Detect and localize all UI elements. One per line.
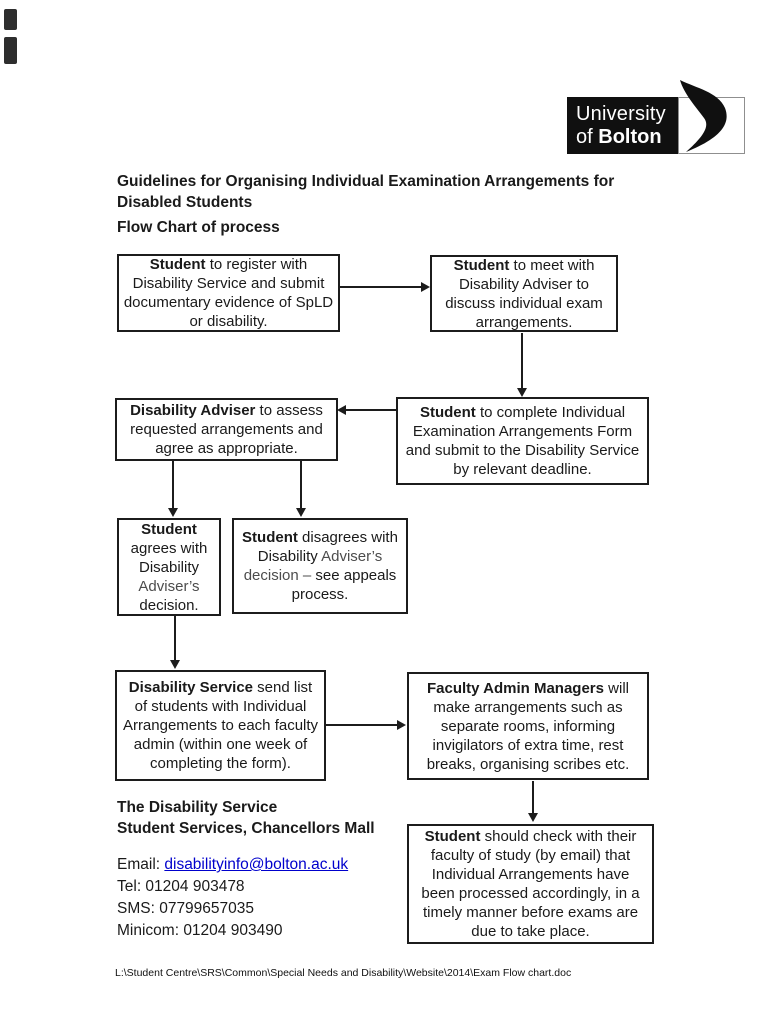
arrowhead-right-icon (421, 282, 430, 292)
page-edge-mark-bottom (4, 37, 17, 64)
connector-send-list-to-faculty (326, 724, 398, 726)
contact-minicom: Minicom: 01204 903490 (117, 922, 283, 939)
flow-box-meet-text: to meet with Disability Adviser to discu… (445, 256, 603, 331)
connector-meet-to-complete (521, 333, 523, 389)
flow-box-send-list-text: send list of students with Individual Ar… (122, 679, 319, 772)
email-label: Email: (117, 856, 165, 873)
flow-box-register-lead: Student (149, 256, 206, 273)
flow-box-agrees-text1: agrees with Disability (130, 539, 208, 576)
flow-box-agrees-lead: Student (141, 520, 197, 538)
arrowhead-down-icon (517, 388, 527, 397)
flow-box-send-list: Disability Service send list of students… (115, 670, 326, 781)
flow-box-meet: Student to meet with Disability Adviser … (430, 255, 618, 332)
arrowhead-left-icon (337, 405, 346, 415)
flow-box-agrees-gray: Adviser’s (138, 577, 200, 595)
flow-box-disagrees-gray: Adviser’s decision – (243, 548, 383, 584)
connector-faculty-to-check (532, 781, 534, 814)
bolton-swoosh-icon (680, 80, 727, 152)
flow-box-assess: Disability Adviser to assess requested a… (115, 398, 338, 461)
contact-address: Student Services, Chancellors Mall (117, 820, 375, 837)
flow-box-assess-text: to assess requested arrangements and agr… (130, 402, 323, 457)
flow-box-disagrees-text1: disagrees with Disability (257, 529, 398, 565)
arrowhead-down-icon (528, 813, 538, 822)
connector-register-to-meet (340, 286, 422, 288)
logo-line2-prefix: of (576, 126, 599, 148)
arrowhead-right-icon (397, 720, 406, 730)
contact-service-name: The Disability Service (117, 799, 278, 816)
footer-file-path: L:\Student Centre\SRS\Common\Special Nee… (115, 967, 572, 979)
page-subtitle: Flow Chart of process (117, 219, 280, 236)
logo-line1: University (576, 103, 666, 125)
flow-box-meet-lead: Student (453, 256, 510, 274)
contact-block: The Disability Service Student Services,… (117, 797, 375, 942)
arrowhead-down-icon (296, 508, 306, 517)
page-title: Guidelines for Organising Individual Exa… (117, 171, 677, 213)
arrowhead-down-icon (168, 508, 178, 517)
logo-line2-name: Bolton (598, 126, 662, 148)
flow-box-faculty: Faculty Admin Managers will make arrange… (407, 672, 649, 780)
flow-box-disagrees-text2: see appeals process. (291, 567, 397, 603)
connector-assess-to-disagrees (300, 461, 302, 509)
flow-box-faculty-text: will make arrangements such as separate … (426, 679, 630, 773)
arrowhead-down-icon (170, 660, 180, 669)
flow-box-agrees: Student agrees with Disability Adviser’s… (117, 518, 221, 616)
page-title-line1: Guidelines for Organising Individual Exa… (117, 173, 615, 190)
flow-box-assess-lead: Disability Adviser (130, 402, 256, 419)
connector-assess-to-agrees (172, 461, 174, 509)
flow-box-faculty-lead: Faculty Admin Managers (427, 679, 604, 697)
flow-box-complete-lead: Student (419, 404, 476, 421)
email-link[interactable]: disabilityinfo@bolton.ac.uk (164, 856, 349, 873)
flow-box-complete: Student to complete Individual Examinati… (396, 397, 649, 485)
contact-tel: Tel: 01204 903478 (117, 878, 245, 895)
flow-box-register: Student to register with Disability Serv… (117, 254, 340, 332)
flow-box-disagrees: Student disagrees with Disability Advise… (232, 518, 408, 614)
flow-box-check-lead: Student (424, 828, 481, 845)
contact-sms: SMS: 07799657035 (117, 900, 255, 917)
flow-box-complete-text: to complete Individual Examination Arran… (405, 404, 640, 478)
connector-complete-to-assess (346, 409, 396, 411)
flow-box-send-list-lead: Disability Service (128, 679, 254, 696)
flow-box-register-text: to register with Disability Service and … (123, 256, 334, 330)
connector-agrees-to-send-list (174, 616, 176, 661)
page-edge-mark-top (4, 9, 17, 30)
flow-box-disagrees-lead: Student (242, 529, 298, 546)
flow-box-agrees-text2: decision. (139, 596, 199, 614)
logo-wordmark: University of Bolton (567, 97, 678, 154)
page-title-line2: Disabled Students (117, 194, 253, 211)
flow-box-check-text: should check with their faculty of study… (421, 828, 640, 940)
flow-box-check: Student should check with their faculty … (407, 824, 654, 944)
